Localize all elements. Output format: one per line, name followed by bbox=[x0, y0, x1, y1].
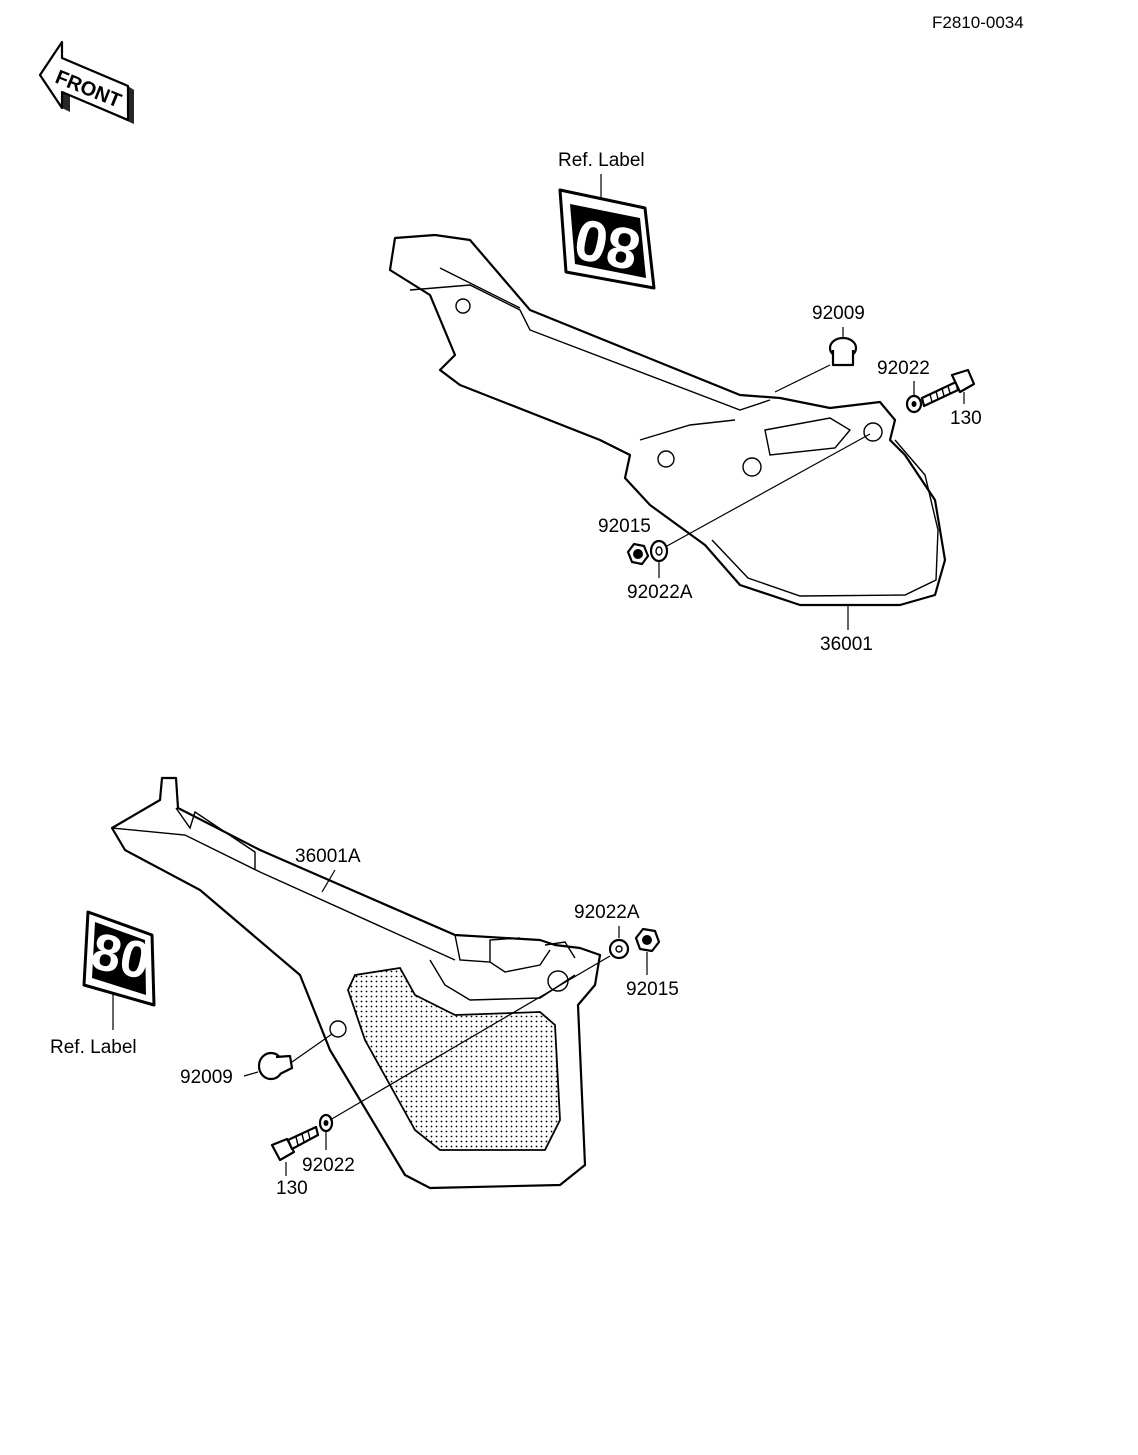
lower-washer-icon bbox=[318, 1113, 334, 1133]
lower-bolt-icon bbox=[270, 1125, 320, 1162]
lower-cover-callout: 36001A bbox=[295, 846, 361, 867]
lower-decal-text: 80 bbox=[86, 922, 155, 991]
lower-cover-mesh-panel bbox=[347, 967, 561, 1151]
upper-nut-icon bbox=[626, 542, 650, 566]
upper-washer-callout: 92022 bbox=[877, 358, 930, 379]
lower-screw-callout: 92009 bbox=[180, 1067, 233, 1088]
upper-decal-text: 80 bbox=[569, 206, 646, 283]
lower-assembly: 36001A 80 Ref. Label 92022A 92015 9200 bbox=[50, 776, 679, 1199]
lower-washer-a-callout: 92022A bbox=[574, 902, 640, 923]
upper-side-cover bbox=[388, 233, 947, 607]
lower-bolt-callout: 130 bbox=[276, 1178, 308, 1199]
lower-washer-a-icon bbox=[608, 938, 630, 960]
drawing-code: F2810-0034 bbox=[932, 13, 1024, 32]
upper-washer-icon bbox=[905, 394, 923, 414]
upper-label-decal-icon: 80 bbox=[558, 188, 656, 290]
upper-nut-callout: 92015 bbox=[598, 516, 651, 537]
upper-cover-callout: 36001 bbox=[820, 634, 873, 655]
upper-washer-a-callout: 92022A bbox=[627, 582, 693, 603]
lower-label-decal-icon: 80 bbox=[82, 910, 156, 1007]
lower-washer-callout: 92022 bbox=[302, 1155, 355, 1176]
upper-washer-a-icon bbox=[649, 539, 669, 563]
upper-bolt-icon bbox=[920, 368, 976, 408]
upper-ref-label: Ref. Label bbox=[558, 150, 645, 171]
lower-ref-label: Ref. Label bbox=[50, 1037, 137, 1058]
upper-screw-icon bbox=[828, 336, 858, 367]
upper-assembly: Ref. Label 80 36001 92009 bbox=[388, 150, 982, 655]
lower-nut-icon bbox=[634, 927, 661, 953]
lower-side-cover bbox=[110, 776, 602, 1190]
upper-bolt-callout: 130 bbox=[950, 408, 982, 429]
lower-screw-icon bbox=[257, 1051, 294, 1081]
lower-nut-callout: 92015 bbox=[626, 979, 679, 1000]
front-arrow-icon: FRONT bbox=[38, 40, 134, 124]
upper-screw-callout: 92009 bbox=[812, 303, 865, 324]
